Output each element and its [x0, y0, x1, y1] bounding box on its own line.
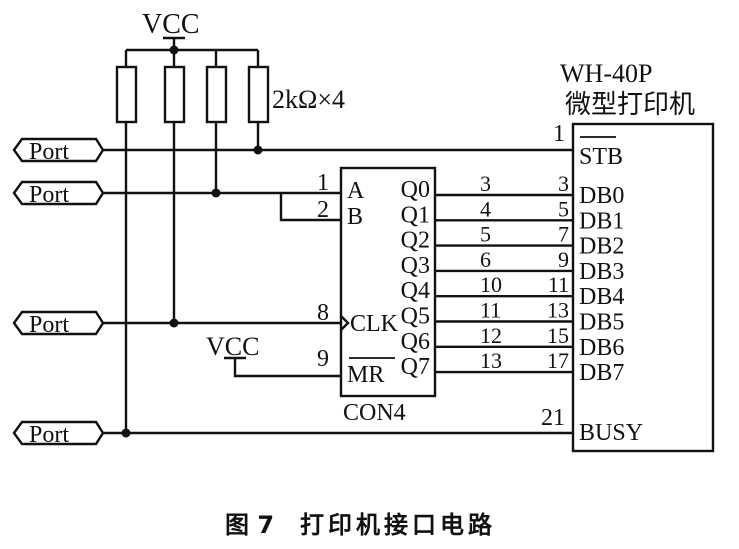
pin-number: 5 [558, 196, 569, 221]
pin-label: STB [579, 144, 623, 170]
printer-data-pins: 3 DB0 5 DB1 7 DB2 9 DB3 11 DB4 13 DB5 15 DB6 17 DB7 [547, 171, 624, 386]
q-output-label: Q2 [401, 228, 430, 254]
wire-mr [233, 358, 341, 378]
port-1[interactable]: Port [12, 137, 105, 165]
pin-number: 11 [548, 272, 569, 297]
pin-number: 5 [480, 222, 491, 247]
printer-name: 微型打印机 [565, 90, 695, 119]
pin-number: 1 [553, 121, 565, 147]
pin-number: 4 [480, 196, 491, 221]
wire-b [279, 193, 341, 222]
svg-text:Port: Port [29, 422, 69, 448]
port-3[interactable]: Port [12, 310, 105, 338]
pin-number: 9 [558, 247, 569, 272]
junction-dot [253, 145, 263, 155]
pin-number: 7 [558, 222, 569, 247]
pin-number: 3 [480, 171, 491, 196]
pin-number: 8 [317, 300, 329, 326]
figure-title: 打印机接口电路 [300, 511, 496, 539]
pin-label: BUSY [579, 420, 643, 446]
pin-label: MR [347, 362, 384, 388]
figure-number: 图 7 [225, 511, 274, 539]
db-pin-label: DB2 [579, 234, 624, 260]
resistor-array [115, 50, 270, 124]
db-pin-label: DB4 [579, 284, 624, 310]
pin-number: 15 [547, 323, 569, 348]
pin-label: CLK [350, 311, 399, 337]
counter-name: CON4 [343, 400, 406, 426]
port-2[interactable]: Port [12, 180, 105, 208]
counter-chip [339, 166, 437, 398]
pin-number: 1 [317, 170, 329, 196]
pin-number: 13 [480, 348, 502, 373]
resistor-2 [163, 65, 186, 124]
junction-dot [169, 318, 179, 328]
pin-number: 21 [541, 405, 565, 431]
q-output-label: Q7 [401, 354, 430, 380]
db-pin-label: DB7 [579, 360, 624, 386]
clock-edge-icon [340, 315, 350, 331]
q-output-label: Q5 [401, 304, 430, 330]
db-pin-label: DB0 [579, 183, 624, 209]
db-pin-label: DB6 [579, 335, 624, 361]
port-4[interactable]: Port [12, 420, 105, 448]
pin-number: 13 [547, 298, 569, 323]
resistor-3 [205, 65, 228, 124]
resistor-4 [247, 65, 270, 124]
pin-number: 2 [317, 197, 329, 223]
pin-number: 10 [480, 272, 502, 297]
db-pin-label: DB3 [579, 259, 624, 285]
junction-dot [121, 428, 131, 438]
q-output-label: Q0 [401, 177, 430, 203]
svg-text:Port: Port [29, 139, 69, 165]
pin-number: 12 [480, 323, 502, 348]
q-output-label: Q6 [401, 329, 430, 355]
q-output-label: Q4 [401, 278, 430, 304]
db-pin-label: DB1 [579, 208, 624, 234]
pin-number: 17 [547, 348, 569, 373]
db-pin-label: DB5 [579, 310, 624, 336]
q-output-label: Q3 [401, 253, 430, 279]
printer-model: WH-40P [560, 59, 652, 88]
vcc-top-label: VCC [142, 9, 200, 40]
junction-dot [211, 188, 221, 198]
vcc-mr-label: VCC [206, 332, 259, 361]
resistor-label: 2kΩ×4 [272, 85, 345, 114]
pin-label: A [347, 178, 365, 204]
svg-text:Port: Port [29, 312, 69, 338]
pin-number: 11 [480, 298, 501, 323]
resistor-1 [115, 65, 138, 124]
pin-label: B [347, 204, 363, 230]
pin-number: 9 [317, 346, 329, 372]
pin-number: 6 [480, 247, 491, 272]
pin-number: 3 [558, 171, 569, 196]
svg-text:Port: Port [29, 182, 69, 208]
printer-module [571, 122, 715, 453]
q-output-label: Q1 [401, 202, 430, 228]
